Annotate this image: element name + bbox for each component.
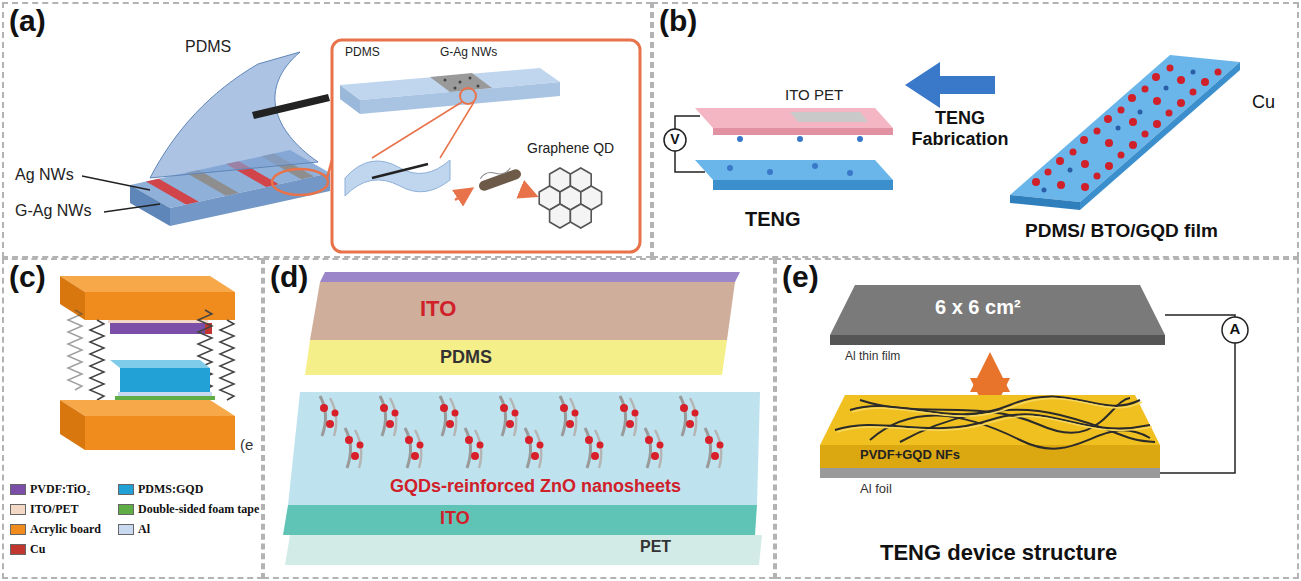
inset-label: PDMS <box>345 46 380 60</box>
legend-entry: Double-sided foam tape <box>118 502 259 517</box>
inset-label: Graphene QD <box>527 140 614 156</box>
layer-label: PET <box>640 538 671 556</box>
panel-letter: (c) <box>9 260 46 294</box>
electrode-label: Cu <box>1252 92 1275 113</box>
legend-entry: Al <box>118 522 150 537</box>
legend-swatch <box>10 504 26 515</box>
panel-letter: (b) <box>659 4 697 38</box>
legend-swatch <box>10 524 26 535</box>
layer-label: Ag NWs <box>15 166 74 184</box>
legend-text: Cu <box>30 542 45 557</box>
figure-panel: (d) <box>263 258 775 579</box>
legend-swatch <box>118 524 134 535</box>
meter-symbol: V <box>665 131 685 147</box>
electrode-label: ITO PET <box>785 86 843 103</box>
layer-label: ITO <box>440 508 470 529</box>
panel-letter: (e) <box>782 260 819 294</box>
inset-label: G-Ag NWs <box>440 46 497 60</box>
layer-label: Al foil <box>860 482 892 497</box>
legend-entry: Cu <box>10 542 45 557</box>
layer-label: ITO <box>420 296 456 321</box>
dimension-label: 6 x 6 cm² <box>935 296 1021 319</box>
legend-text: Al <box>138 522 150 537</box>
layer-label: Al thin film <box>845 350 900 364</box>
layer-label: PDMS <box>440 347 492 368</box>
layer-label: PDMS <box>185 38 231 56</box>
legend-text: ITO/PET <box>30 502 78 517</box>
device-caption: TENG device structure <box>880 540 1117 565</box>
figure-panel: (a) <box>2 2 652 258</box>
film-caption: PDMS/ BTO/GQD film <box>1025 220 1218 242</box>
legend-swatch <box>118 504 134 515</box>
cropped-text: (e <box>240 436 253 453</box>
legend-swatch <box>118 484 134 495</box>
legend-text: Acrylic board <box>30 522 101 537</box>
panel-letter: (d) <box>270 260 308 294</box>
legend-swatch <box>10 544 26 555</box>
meter-symbol: A <box>1225 320 1245 337</box>
legend-entry: PVDF:TiO₂ <box>10 482 90 497</box>
legend-swatch <box>10 484 26 495</box>
legend-entry: Acrylic board <box>10 522 101 537</box>
legend-text: Double-sided foam tape <box>138 502 259 517</box>
panel-letter: (a) <box>9 4 46 38</box>
arrow-label: TENG Fabrication <box>900 108 1020 149</box>
legend-text: PDMS:GQD <box>138 482 203 497</box>
legend-text: PVDF:TiO₂ <box>30 482 90 497</box>
legend-entry: PDMS:GQD <box>118 482 203 497</box>
layer-label: G-Ag NWs <box>15 202 91 220</box>
device-caption: TENG <box>745 208 801 231</box>
legend-entry: ITO/PET <box>10 502 78 517</box>
layer-label: GQDs-reinforced ZnO nanosheets <box>390 476 681 497</box>
figure-panel: (e) <box>775 258 1299 579</box>
layer-label: PVDF+GQD NFs <box>860 448 960 463</box>
